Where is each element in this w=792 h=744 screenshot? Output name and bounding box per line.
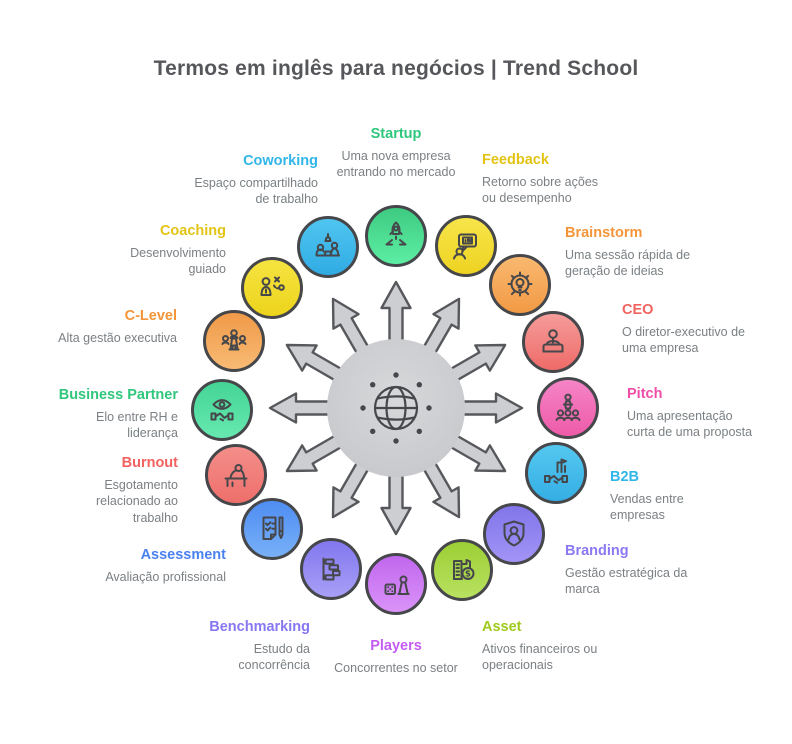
ceo-circle bbox=[522, 311, 584, 373]
svg-text:$: $ bbox=[465, 570, 471, 580]
slumped-desk-icon bbox=[224, 464, 248, 487]
term-coworking: Coworking Espaço compartilhado de trabal… bbox=[148, 153, 318, 208]
pitch-circle bbox=[537, 377, 599, 439]
term-label: Coaching bbox=[159, 223, 226, 239]
executive-desk-icon bbox=[542, 329, 564, 353]
term-c-level: C-Level Alta gestão executiva bbox=[17, 308, 177, 346]
term-label: Burnout bbox=[121, 455, 178, 471]
term-feedback: Feedback Retorno sobre ações ou desempen… bbox=[482, 152, 642, 207]
meeting-table-icon bbox=[221, 329, 247, 351]
person-speech-chart-icon bbox=[453, 233, 477, 260]
eye-handshake-icon bbox=[210, 399, 234, 422]
term-label: Benchmarking bbox=[209, 619, 310, 635]
term-asset: Asset Ativos financeiros ou operacionais bbox=[482, 619, 657, 674]
page-title: Termos em inglês para negócios | Trend S… bbox=[153, 57, 639, 80]
business-partner-circle bbox=[191, 379, 253, 441]
term-label: Feedback bbox=[482, 152, 549, 168]
term-label: Asset bbox=[482, 619, 522, 635]
checklist-pen-icon bbox=[262, 516, 284, 540]
rocket-launch-icon bbox=[385, 221, 407, 246]
term-label: Brainstorm bbox=[565, 225, 643, 241]
term-label: Business Partner bbox=[58, 387, 178, 403]
assessment-circle bbox=[241, 498, 303, 560]
shared-desk-icon bbox=[315, 233, 340, 257]
gantt-bars-icon bbox=[322, 557, 341, 581]
person-strategy-icon bbox=[260, 276, 285, 296]
term-desc: Alta gestão executiva bbox=[58, 330, 177, 345]
term-label: CEO bbox=[622, 302, 654, 318]
term-desc: Gestão estratégica da marca bbox=[565, 565, 688, 597]
term-label: Branding bbox=[565, 543, 629, 559]
term-desc: Avaliação profissional bbox=[105, 569, 226, 584]
presenter-audience-icon bbox=[555, 393, 581, 421]
branding-circle bbox=[483, 503, 545, 565]
term-coaching: Coaching Desenvolvimento guiado bbox=[66, 223, 226, 278]
term-assessment: Assessment Avaliação profissional bbox=[46, 547, 226, 585]
term-pitch: Pitch Uma apresentação curta de uma prop… bbox=[627, 386, 785, 441]
term-label: Assessment bbox=[140, 547, 226, 563]
shield-person-icon bbox=[503, 520, 525, 547]
term-label: B2B bbox=[610, 469, 640, 485]
hub-dots bbox=[360, 372, 432, 444]
term-desc: Retorno sobre ações ou desempenho bbox=[482, 174, 599, 206]
c-level-circle bbox=[203, 310, 265, 372]
globe-arrows-hub bbox=[268, 280, 524, 536]
b2b-circle bbox=[525, 442, 587, 504]
burnout-circle bbox=[205, 444, 267, 506]
term-brainstorm: Brainstorm Uma sessão rápida de geração … bbox=[565, 225, 730, 280]
term-desc: O diretor-executivo de uma empresa bbox=[622, 324, 745, 356]
term-benchmarking: Benchmarking Estudo da concorrência bbox=[130, 619, 310, 674]
term-label: Coworking bbox=[243, 153, 318, 169]
building-dollar-icon: $ bbox=[453, 559, 475, 580]
term-desc: Ativos financeiros ou operacionais bbox=[482, 641, 598, 673]
term-ceo: CEO O diretor-executivo de uma empresa bbox=[622, 302, 782, 357]
coworking-circle bbox=[297, 216, 359, 278]
term-desc: Estudo da concorrência bbox=[238, 641, 310, 673]
term-business-partner: Business Partner Elo entre RH e lideranç… bbox=[18, 387, 178, 442]
term-desc: Esgotamento relacionado ao trabalho bbox=[95, 477, 178, 525]
gear-lightbulb-icon bbox=[507, 271, 533, 297]
term-label: C-Level bbox=[124, 308, 177, 324]
term-desc: Vendas entre empresas bbox=[610, 491, 684, 523]
benchmarking-circle bbox=[300, 538, 362, 600]
coaching-circle bbox=[241, 257, 303, 319]
term-desc: Espaço compartilhado de trabalho bbox=[194, 175, 318, 207]
term-b2b: B2B Vendas entre empresas bbox=[610, 469, 740, 524]
term-label: Startup bbox=[370, 126, 422, 142]
term-startup: Startup Uma nova empresa entrando no mer… bbox=[296, 126, 496, 181]
startup-circle bbox=[365, 205, 427, 267]
feedback-circle bbox=[435, 215, 497, 277]
pawn-dice-icon bbox=[384, 575, 410, 595]
term-desc: Elo entre RH e liderança bbox=[96, 409, 178, 441]
term-label: Pitch bbox=[627, 386, 663, 402]
term-desc: Uma sessão rápida de geração de ideias bbox=[565, 247, 691, 279]
term-desc: Concorrentes no setor bbox=[334, 660, 458, 675]
term-desc: Desenvolvimento guiado bbox=[130, 245, 226, 277]
asset-circle: $ bbox=[431, 539, 493, 601]
brainstorm-circle bbox=[489, 254, 551, 316]
globe-icon bbox=[373, 385, 419, 431]
term-desc: Uma apresentação curta de uma proposta bbox=[627, 408, 753, 440]
term-players: Players Concorrentes no setor bbox=[296, 638, 496, 676]
players-circle bbox=[365, 553, 427, 615]
term-burnout: Burnout Esgotamento relacionado ao traba… bbox=[28, 455, 178, 526]
term-label: Players bbox=[370, 638, 422, 654]
term-desc: Uma nova empresa entrando no mercado bbox=[336, 148, 456, 180]
handshake-building-icon bbox=[544, 458, 568, 484]
term-branding: Branding Gestão estratégica da marca bbox=[565, 543, 730, 598]
